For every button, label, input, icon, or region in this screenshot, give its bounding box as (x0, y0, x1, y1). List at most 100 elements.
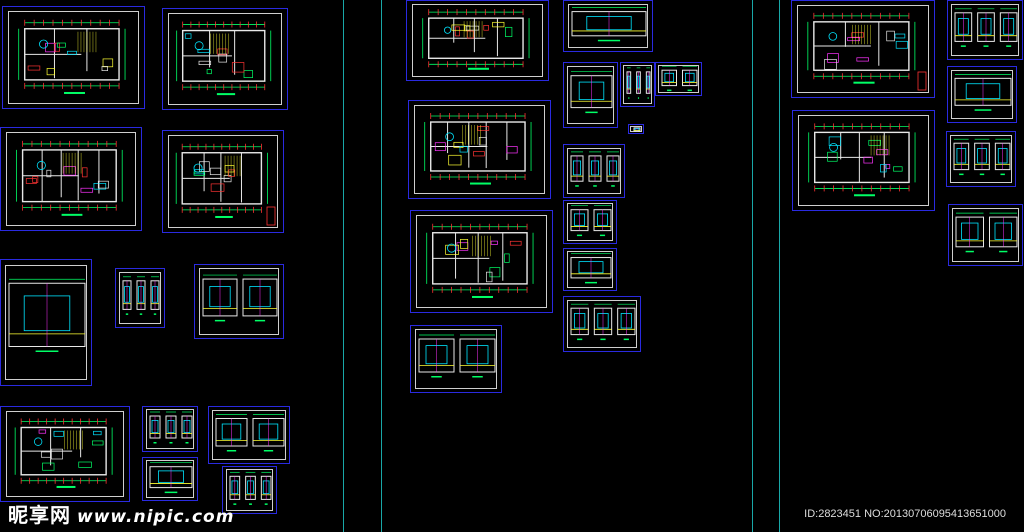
drawing-sheet[interactable] (162, 8, 288, 110)
furniture-block (209, 167, 222, 176)
detail-title-bar (125, 313, 129, 315)
drawing-sheet[interactable] (947, 66, 1017, 123)
furniture-block (459, 145, 468, 153)
drawing-title-bar (215, 215, 233, 218)
drawing-frame (623, 65, 652, 104)
detail-title-bar (164, 491, 178, 494)
elevation-outline (260, 475, 272, 500)
elevation-detail-drawing (571, 7, 647, 42)
drawing-sheet[interactable] (946, 131, 1016, 187)
furniture-block (198, 60, 212, 65)
detail-title-bar (647, 97, 649, 99)
elevation-detail-drawing (570, 303, 636, 341)
drawing-frame (567, 203, 613, 241)
elevation-detail-drawing (8, 278, 86, 352)
drawing-title-bar (470, 182, 491, 185)
drawing-sheet[interactable] (791, 0, 935, 98)
drawing-sheet[interactable] (208, 406, 290, 464)
furniture-block (101, 66, 108, 72)
drawing-frame (658, 65, 699, 93)
furniture-block (80, 187, 94, 193)
fixture-circle (828, 32, 838, 41)
drawing-sheet[interactable] (563, 144, 625, 198)
drawing-sheet[interactable] (948, 204, 1023, 266)
drawing-frame (146, 409, 194, 449)
detail-title-bar (185, 442, 189, 444)
furniture-block (856, 57, 869, 62)
furniture-block (880, 164, 887, 173)
drawing-sheet[interactable] (2, 6, 145, 109)
elevation-outline (229, 475, 241, 500)
furniture-block (453, 141, 464, 148)
furniture-block (93, 430, 102, 436)
legend-box (266, 206, 276, 226)
drawing-frame (798, 115, 929, 206)
elevation-outline (626, 71, 632, 94)
furniture-block (445, 244, 459, 255)
drawing-sheet[interactable] (0, 406, 130, 502)
furniture-block (827, 151, 838, 162)
drawing-sheet[interactable] (222, 466, 277, 514)
furniture-block (27, 65, 41, 71)
furniture-block (78, 461, 92, 468)
drawing-sheet[interactable] (0, 127, 142, 231)
furniture-block (847, 37, 861, 42)
fixture-circle (829, 142, 838, 152)
elevation-outline (245, 475, 256, 500)
elevation-detail-drawing (570, 205, 612, 237)
drawing-sheet[interactable] (115, 268, 165, 328)
drawing-sheet[interactable] (620, 62, 655, 107)
detail-title-bar (593, 185, 597, 187)
drawing-frame (146, 460, 194, 498)
furniture-block (483, 25, 489, 31)
drawing-sheet[interactable] (0, 259, 92, 386)
elevation-detail-drawing (202, 274, 278, 322)
drawing-frame (226, 469, 273, 511)
detail-title-bar (600, 338, 606, 341)
elevation-detail-drawing (570, 253, 612, 284)
drawing-sheet[interactable] (947, 0, 1023, 60)
furniture-block (97, 180, 109, 189)
drawing-sheet[interactable] (563, 0, 653, 52)
furniture-block (492, 21, 505, 28)
drawing-frame (952, 208, 1019, 262)
drawing-sheet[interactable] (792, 110, 935, 211)
detail-title-bar (599, 234, 606, 237)
drawing-sheet[interactable] (563, 200, 617, 244)
elevation-outline (593, 209, 612, 232)
drawing-sheet[interactable] (142, 457, 198, 501)
furniture-block (828, 136, 841, 146)
drawing-sheet[interactable] (628, 124, 644, 134)
elevation-outline (974, 142, 990, 171)
drawing-sheet[interactable] (410, 325, 502, 393)
detail-title-bar (214, 319, 226, 322)
furniture-block (102, 58, 114, 68)
elevation-outline (636, 71, 641, 94)
detail-title-bar (263, 450, 274, 452)
drawing-sheet[interactable] (563, 248, 617, 291)
furniture-block (827, 53, 839, 63)
furniture-block (53, 430, 64, 437)
furniture-block (56, 42, 66, 48)
detail-title-bar (597, 39, 621, 42)
outer-wall (181, 152, 263, 205)
drawing-frame (416, 215, 547, 308)
elevation-detail-drawing (955, 212, 1018, 253)
furniture-block (506, 146, 518, 154)
drawing-title-bar (853, 81, 875, 84)
drawing-sheet[interactable] (563, 296, 641, 352)
drawing-sheet[interactable] (194, 264, 284, 339)
fixture-circle (447, 243, 457, 253)
detail-title-bar (169, 442, 173, 444)
drawing-sheet[interactable] (406, 0, 549, 81)
drawing-sheet[interactable] (410, 210, 553, 313)
drawing-frame (950, 135, 1012, 183)
drawing-sheet[interactable] (408, 100, 551, 199)
drawing-sheet[interactable] (563, 62, 618, 128)
drawing-sheet[interactable] (162, 130, 284, 233)
elevation-detail-drawing (953, 138, 1011, 176)
drawing-sheet[interactable] (142, 406, 198, 452)
drawing-sheet[interactable] (655, 62, 702, 96)
